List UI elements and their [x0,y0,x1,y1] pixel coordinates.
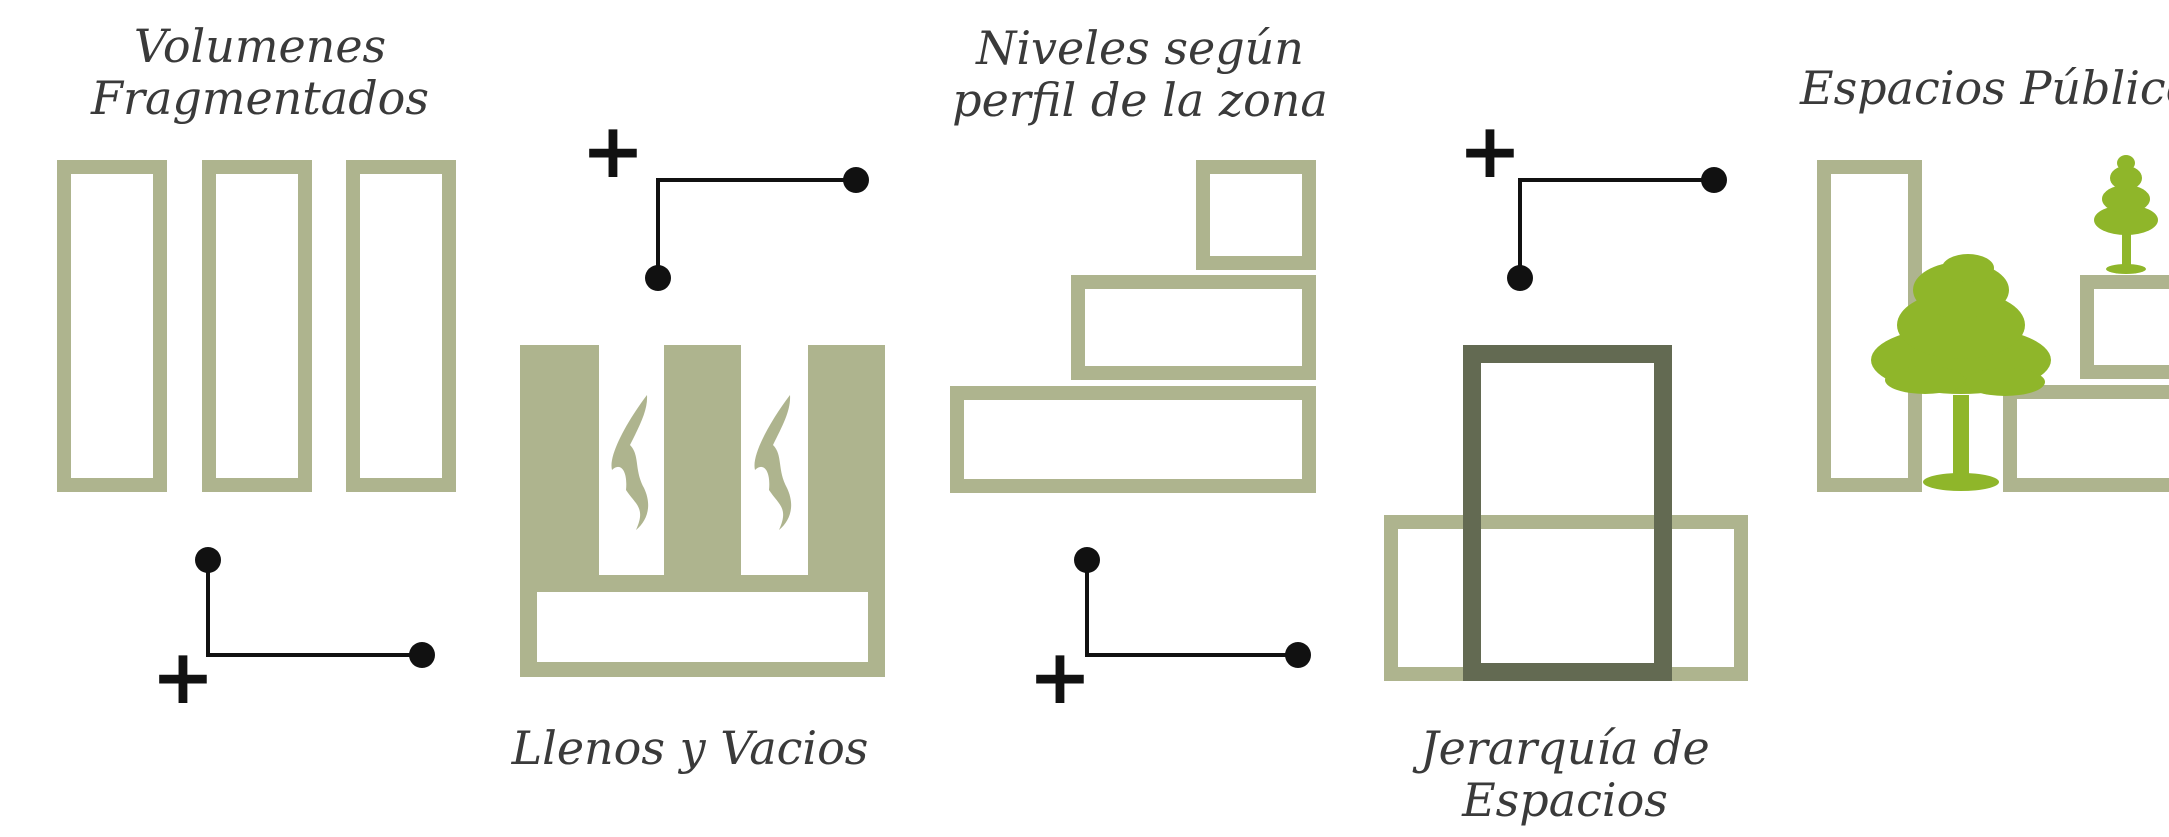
caption-llenos-line1: Llenos y Vacios [511,721,869,775]
public-low-volume [2003,385,2169,492]
title-espacios: Espacios Públicos [1800,62,2169,114]
dominant-volume [1463,345,1672,681]
fragment-volume-1 [57,160,167,492]
fragment-volume-2 [202,160,312,492]
level-block-middle [1071,275,1316,380]
plus-icon: + [1028,632,1092,721]
axis-dot-right-3 [1285,642,1311,668]
panel-jerarquia [1384,345,1748,681]
axis-top-left-4 [1518,178,1714,278]
public-upper-volume [2080,275,2169,379]
base-wide-volume [1384,515,1748,681]
title-niveles-line1: Niveles según [976,21,1304,75]
axis-dot-bottom-4 [1507,265,1533,291]
caption-jerarquia-line2: Espacios [1462,773,1668,827]
caption-jerarquia: Jerarquía de Espacios [1400,722,1730,826]
caption-jerarquia-line1: Jerarquía de [1420,721,1710,775]
plus-icon: + [151,632,215,721]
panel-llenos [520,345,885,677]
plant-sketch-1 [611,395,649,530]
solid-void-block [520,345,885,677]
title-volumenes: Volumenes Fragmentados [80,20,440,124]
fragment-volume-3 [346,160,456,492]
plant-sketch-2 [754,395,792,530]
tree-icon [1871,254,2051,491]
level-block-top [1196,160,1316,270]
axis-dot-bottom-2 [645,265,671,291]
plus-icon: + [581,106,645,195]
title-niveles: Niveles según perfil de la zona [940,22,1340,126]
caption-llenos: Llenos y Vacios [510,722,870,774]
tree-icon [2094,155,2158,274]
plus-icon: + [1458,106,1522,195]
level-block-bottom [950,386,1316,493]
title-volumenes-line1: Volumenes [133,19,387,73]
axis-bottom-left-1 [206,560,422,657]
title-espacios-line1: Espacios Públicos [1800,61,2169,115]
title-volumenes-line2: Fragmentados [91,71,429,125]
axis-dot-right-4 [1701,167,1727,193]
axis-bottom-left-3 [1085,560,1298,657]
panel-volumenes [57,160,456,492]
axis-dot-right-1 [409,642,435,668]
axis-dot-top-3 [1074,547,1100,573]
axis-dot-top-1 [195,547,221,573]
panel-niveles [950,160,1316,493]
title-niveles-line2: perfil de la zona [952,73,1328,127]
axis-dot-right-2 [843,167,869,193]
axis-top-left-2 [656,178,856,278]
